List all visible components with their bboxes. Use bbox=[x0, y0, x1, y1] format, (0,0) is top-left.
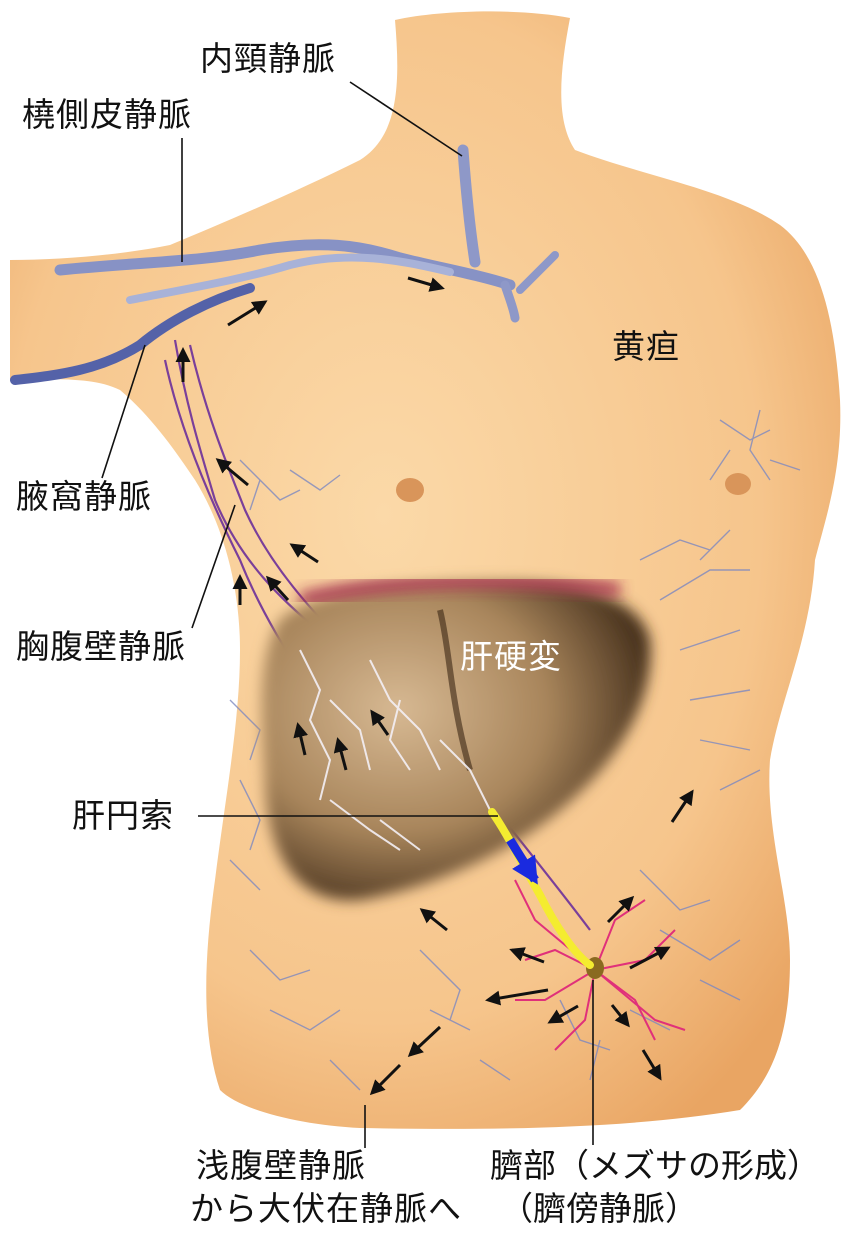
label-cephalic-vein: 橈側皮静脈 bbox=[22, 96, 192, 134]
label-superficial-epigastric-line1: 浅腹壁静脈 bbox=[196, 1147, 366, 1185]
label-jaundice: 黄疸 bbox=[612, 328, 680, 366]
label-axillary-vein: 腋窩静脈 bbox=[16, 478, 152, 516]
label-round-ligament: 肝円索 bbox=[72, 797, 174, 835]
label-cirrhosis: 肝硬変 bbox=[460, 638, 562, 676]
label-superficial-epigastric-line2: から大伏在静脈へ bbox=[190, 1190, 462, 1228]
nipple-right bbox=[725, 473, 751, 495]
leader-thoracoepigastric bbox=[192, 505, 235, 628]
label-internal-jugular: 内頸静脈 bbox=[200, 40, 336, 78]
label-umbilical-line2: （臍傍静脈） bbox=[500, 1190, 698, 1228]
nipple-left bbox=[396, 478, 424, 502]
label-umbilical-line1: 臍部（メズサの形成） bbox=[490, 1147, 820, 1185]
label-thoracoepigastric-vein: 胸腹壁静脈 bbox=[16, 628, 186, 666]
